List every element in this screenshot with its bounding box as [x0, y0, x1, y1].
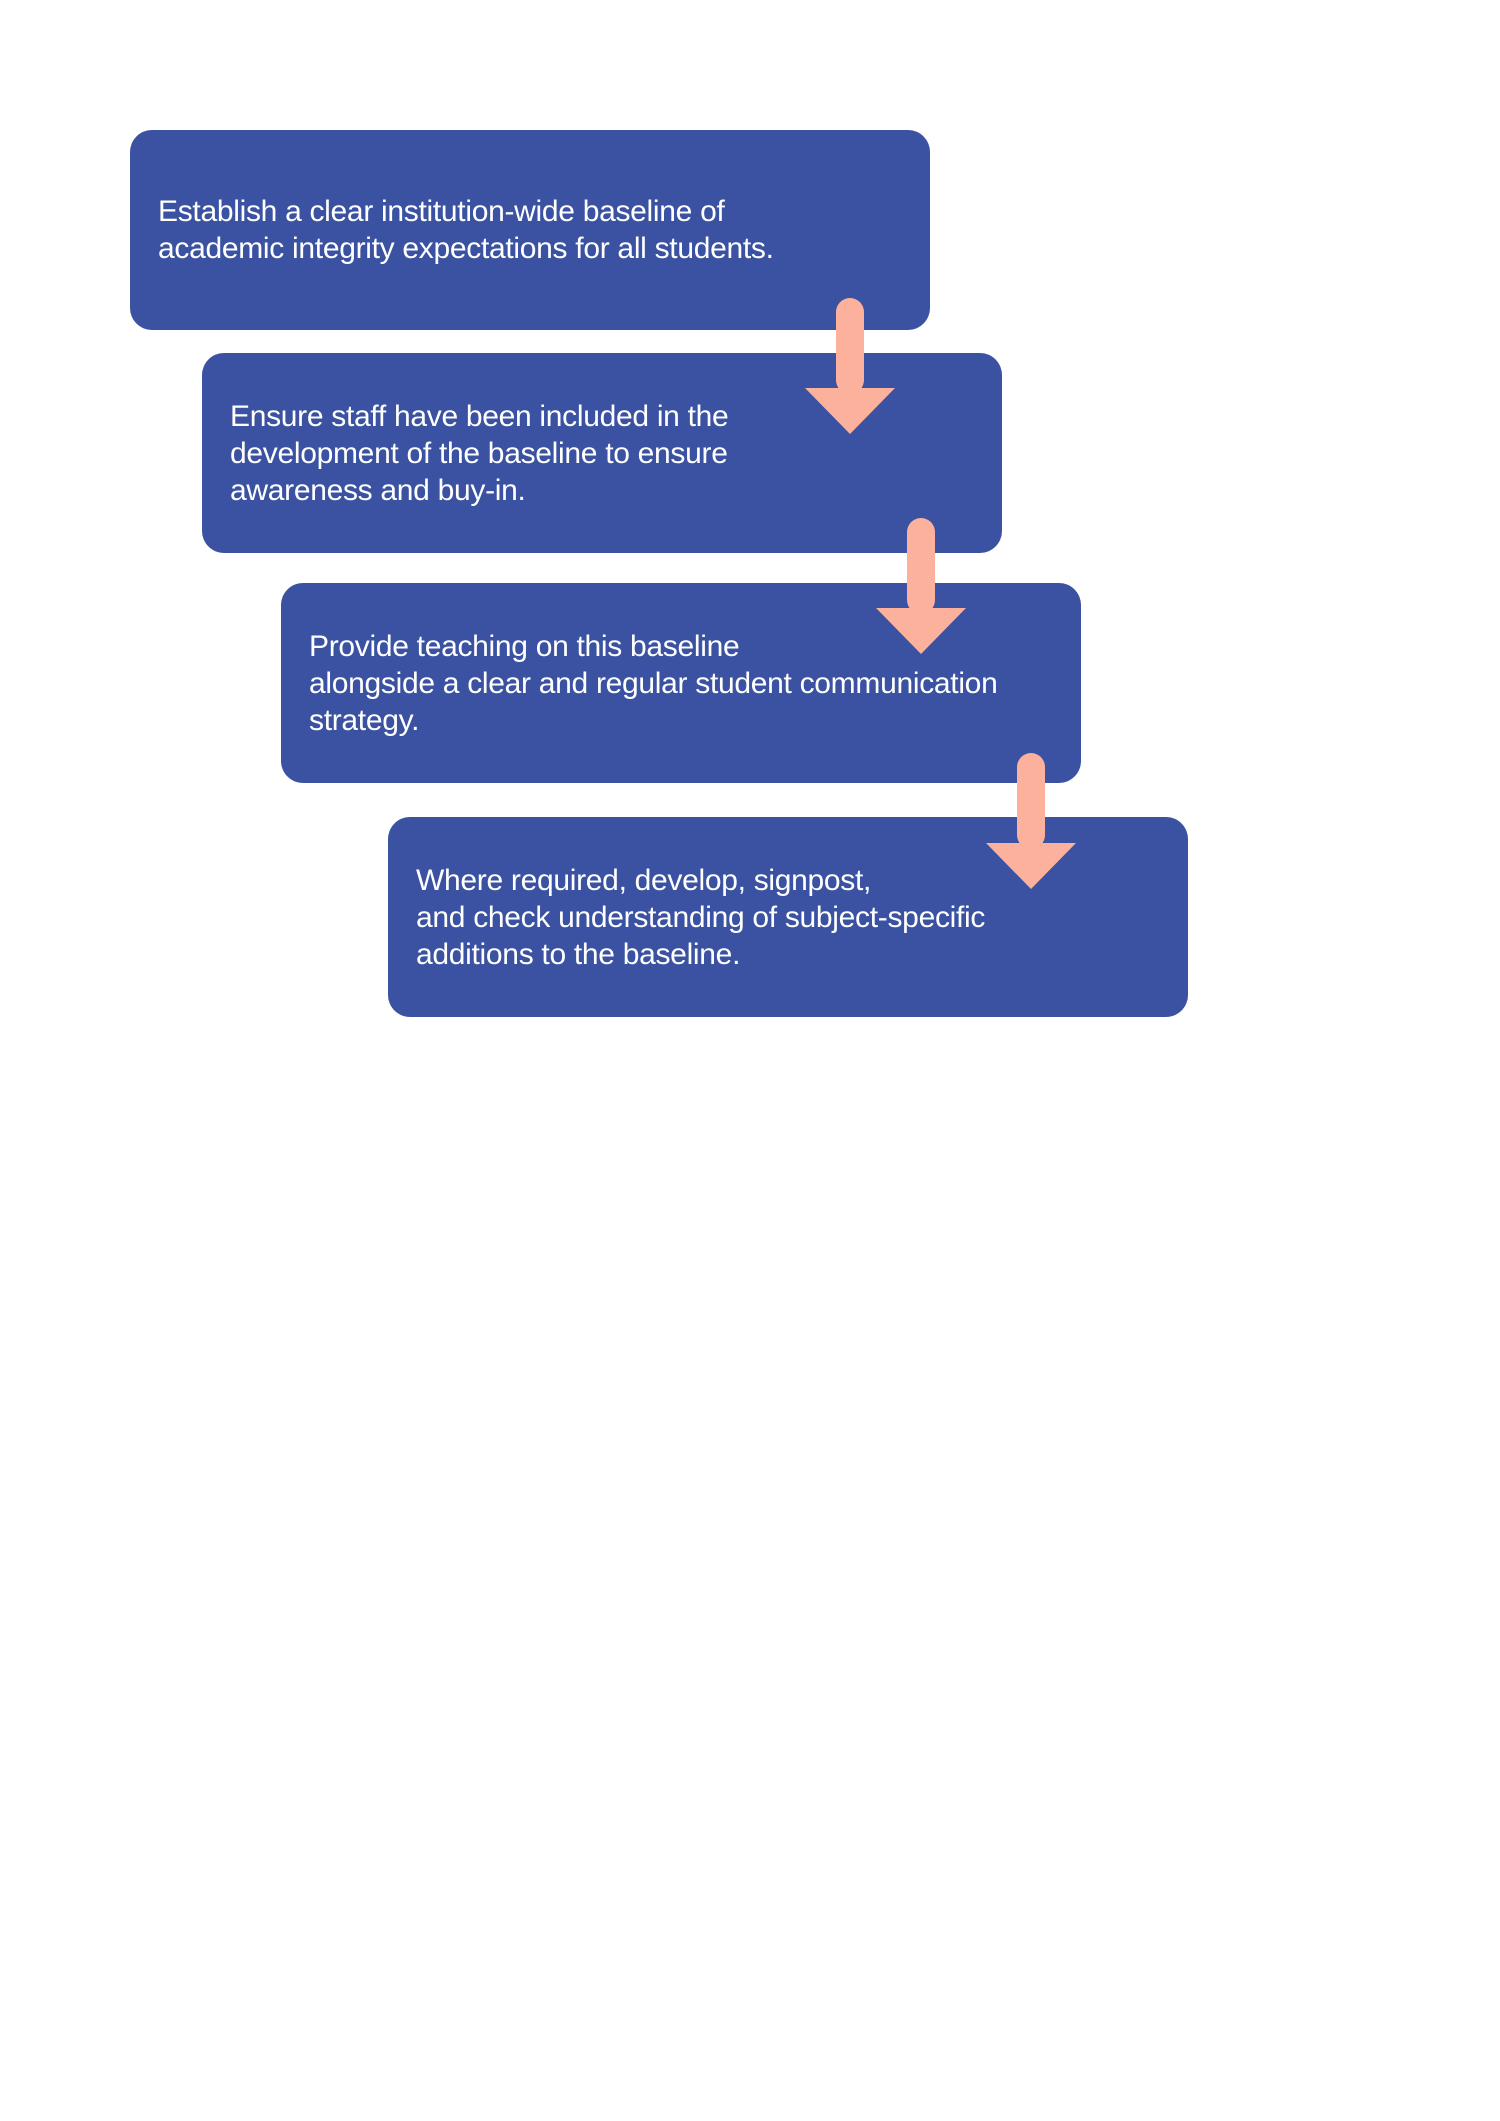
step-box-4: Where required, develop, signpost, and c… [388, 817, 1188, 1017]
step-text-4: Where required, develop, signpost, and c… [416, 863, 986, 971]
step-box-1: Establish a clear institution-wide basel… [130, 130, 930, 330]
step-text-1: Establish a clear institution-wide basel… [158, 195, 774, 265]
arrow-down-icon [986, 753, 1076, 889]
step-box-3: Provide teaching on this baseline alongs… [281, 583, 1081, 783]
step-box-2: Ensure staff have been included in the d… [202, 353, 1002, 553]
step-text-2: Ensure staff have been included in the d… [230, 399, 729, 507]
arrow-down-icon [876, 518, 966, 654]
step-text-3: Provide teaching on this baseline alongs… [309, 629, 998, 737]
arrow-down-icon [805, 298, 895, 434]
